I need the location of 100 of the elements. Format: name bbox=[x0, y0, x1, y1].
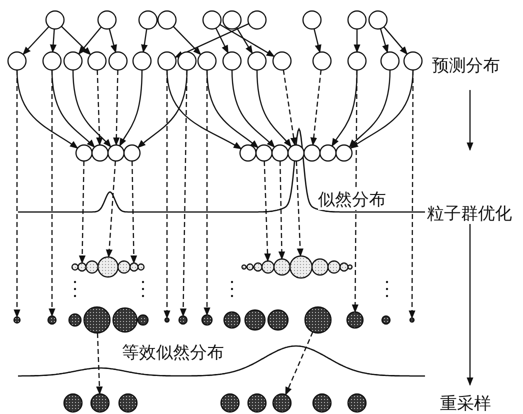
particle bbox=[222, 10, 242, 30]
arrow bbox=[256, 70, 292, 148]
arrow bbox=[141, 28, 148, 53]
particle bbox=[220, 393, 240, 413]
particle bbox=[403, 51, 423, 71]
dashed-arrow bbox=[285, 332, 314, 396]
dashed-arrow bbox=[180, 70, 188, 317]
particle bbox=[45, 10, 65, 30]
particle bbox=[261, 260, 275, 274]
particle bbox=[222, 51, 242, 71]
particle bbox=[63, 393, 83, 413]
particle bbox=[246, 263, 254, 271]
particle bbox=[97, 256, 119, 278]
particle bbox=[107, 144, 125, 162]
particle bbox=[319, 144, 337, 162]
particle bbox=[289, 255, 313, 279]
particle bbox=[137, 314, 149, 326]
particle bbox=[63, 51, 83, 71]
particle bbox=[132, 51, 152, 71]
particle bbox=[202, 10, 222, 30]
dashed-arrow bbox=[408, 70, 416, 319]
arrow bbox=[78, 26, 102, 55]
particle bbox=[312, 51, 332, 71]
particle bbox=[247, 10, 267, 30]
particle bbox=[85, 260, 99, 274]
particle bbox=[177, 51, 197, 71]
particle bbox=[302, 10, 322, 30]
particle bbox=[178, 315, 188, 325]
particle bbox=[368, 10, 388, 30]
arrow bbox=[383, 26, 408, 55]
dashed-arrow bbox=[14, 70, 20, 318]
particle bbox=[327, 260, 341, 274]
particle bbox=[247, 393, 267, 413]
particle bbox=[271, 144, 289, 162]
particle bbox=[83, 306, 111, 334]
particle bbox=[346, 311, 364, 329]
particle bbox=[7, 51, 27, 71]
particle bbox=[255, 144, 273, 162]
arrow bbox=[231, 70, 276, 148]
particle bbox=[90, 393, 110, 413]
particle bbox=[335, 144, 353, 162]
arrow bbox=[215, 28, 229, 54]
particle bbox=[244, 309, 266, 331]
arrow bbox=[314, 28, 322, 54]
particle bbox=[304, 306, 332, 334]
particle bbox=[347, 393, 367, 413]
dashed-arrow bbox=[96, 70, 103, 146]
particle bbox=[239, 144, 257, 162]
arrow bbox=[236, 27, 253, 54]
dashed-arrow bbox=[130, 160, 138, 264]
dashed-arrow bbox=[264, 160, 271, 262]
particle bbox=[201, 314, 213, 326]
particle bbox=[108, 51, 128, 71]
dashed-arrow bbox=[164, 70, 170, 319]
stage-label: 重采样 bbox=[440, 394, 491, 414]
arrow bbox=[108, 28, 117, 54]
stage-label: 粒子群优化 bbox=[427, 204, 512, 224]
particle bbox=[117, 260, 131, 274]
particle bbox=[312, 393, 332, 413]
dashed-arrow bbox=[106, 160, 116, 258]
arrow bbox=[72, 70, 112, 148]
arrow bbox=[354, 29, 360, 53]
particle bbox=[71, 263, 79, 271]
particle bbox=[47, 315, 57, 325]
particle bbox=[123, 144, 141, 162]
arrow bbox=[172, 26, 202, 56]
dashed-arrow bbox=[78, 160, 86, 264]
particle bbox=[68, 313, 82, 327]
arrow bbox=[220, 24, 275, 58]
particle bbox=[87, 51, 107, 71]
particle bbox=[272, 393, 292, 413]
arrow bbox=[174, 23, 250, 58]
curve-label: 等效似然分布 bbox=[122, 343, 224, 363]
particle bbox=[409, 317, 415, 323]
particle bbox=[42, 51, 62, 71]
particle bbox=[118, 393, 138, 413]
particle bbox=[287, 144, 305, 162]
particle bbox=[380, 51, 400, 71]
arrow bbox=[22, 26, 50, 56]
arrow bbox=[119, 70, 143, 147]
particle bbox=[138, 10, 158, 30]
particle bbox=[75, 144, 93, 162]
particle bbox=[267, 309, 289, 331]
arrow bbox=[380, 28, 389, 54]
particle bbox=[77, 262, 87, 272]
dashed-arrow bbox=[96, 332, 103, 395]
particle bbox=[272, 51, 292, 71]
dashed-arrow bbox=[113, 70, 120, 146]
particle bbox=[112, 307, 138, 333]
particle bbox=[157, 10, 177, 30]
particle bbox=[273, 258, 291, 276]
arrow bbox=[60, 26, 92, 56]
dashed-arrow bbox=[296, 160, 304, 257]
particle bbox=[157, 51, 177, 71]
particle bbox=[253, 262, 263, 272]
particle bbox=[223, 311, 241, 329]
dashed-arrow bbox=[352, 70, 359, 313]
particle bbox=[137, 263, 145, 271]
dashed-arrow bbox=[48, 70, 56, 317]
particle bbox=[197, 51, 217, 71]
